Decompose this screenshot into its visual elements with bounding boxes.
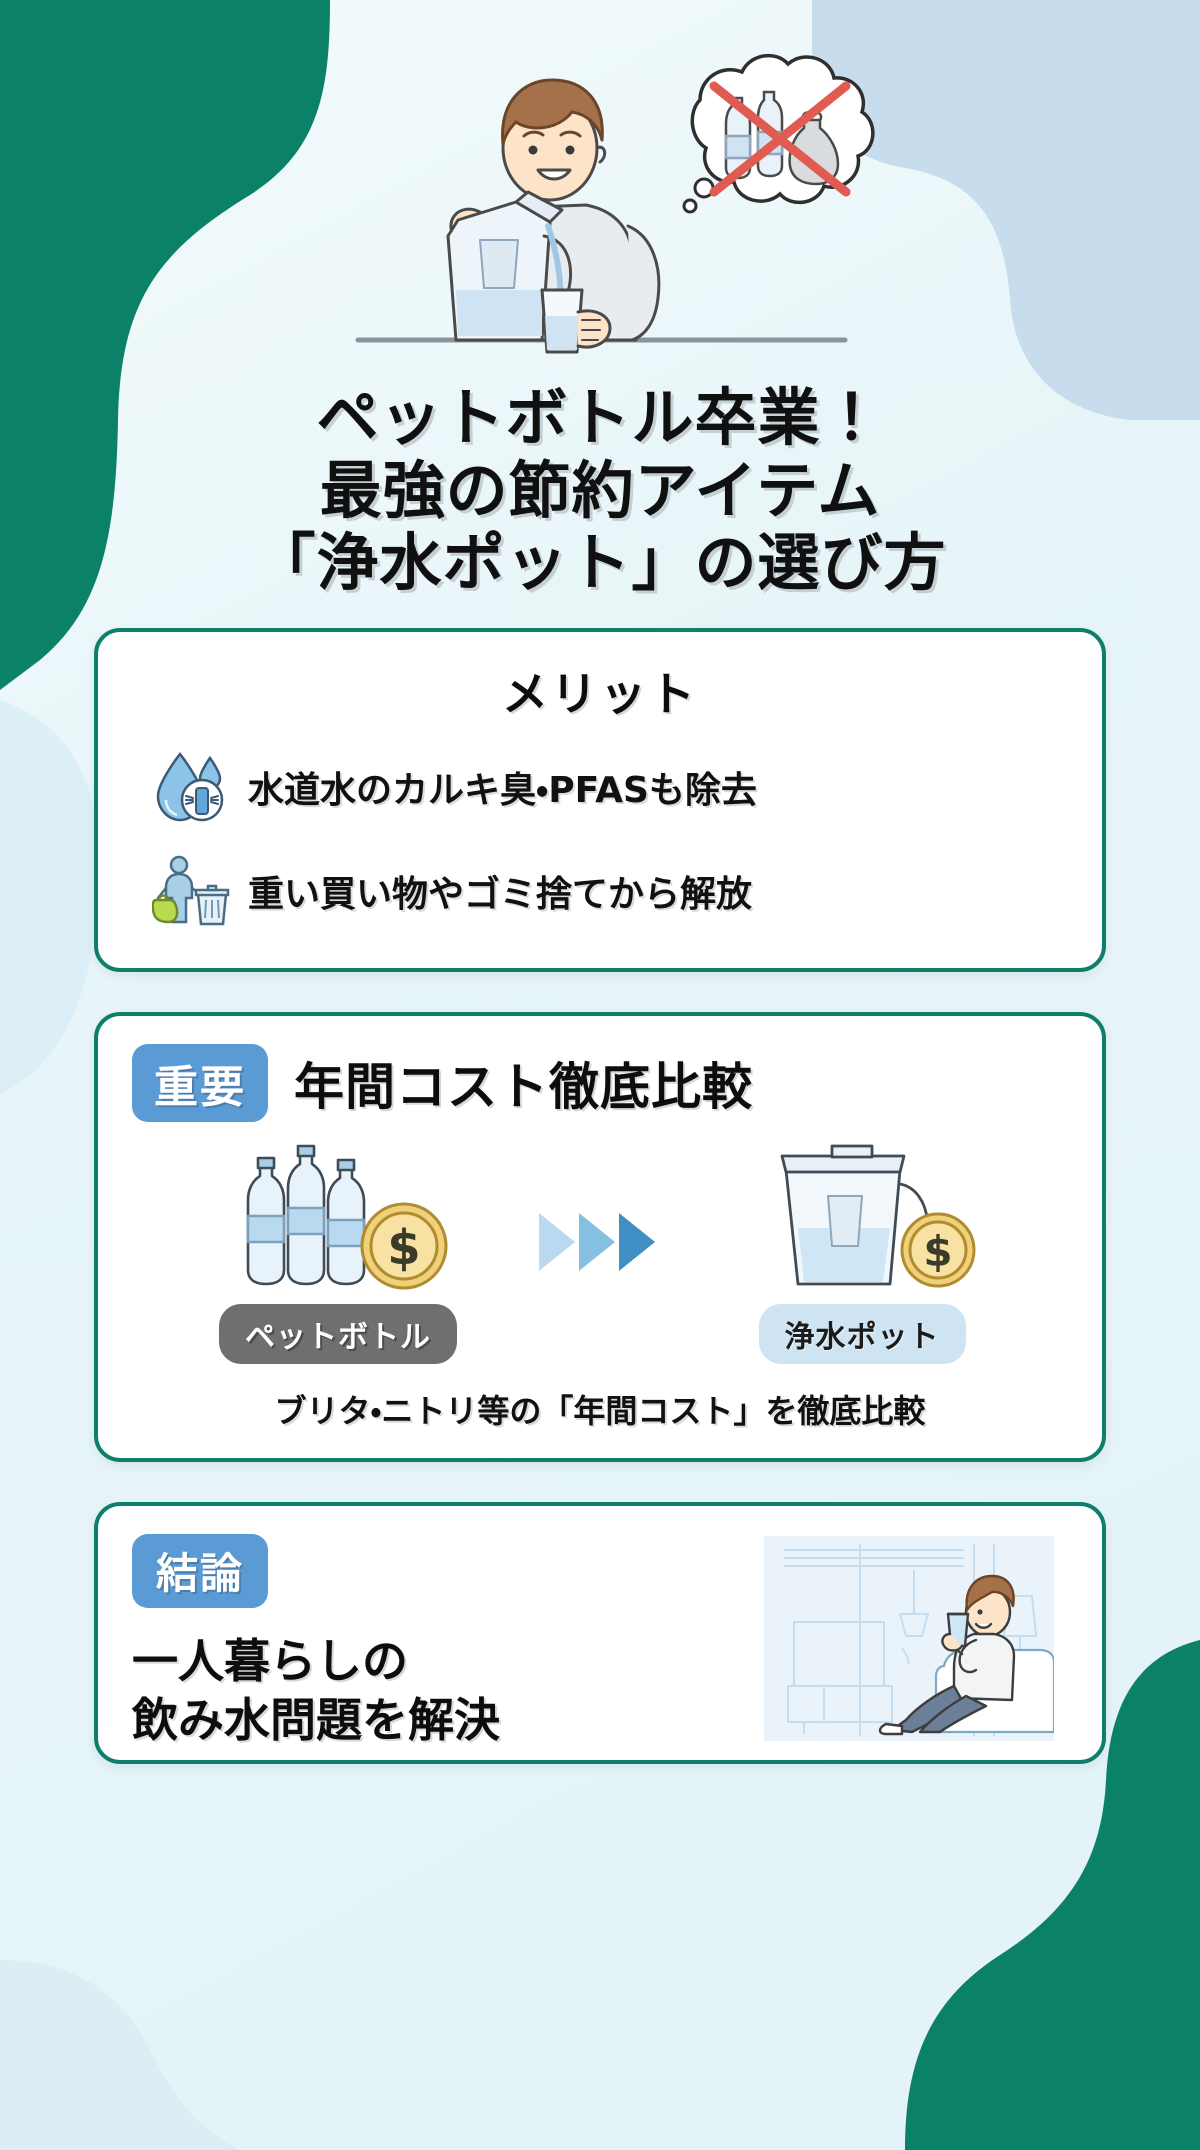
cost-card-header: 重要 年間コスト徹底比較 <box>132 1043 1068 1122</box>
blob-bottom-left <box>0 1960 240 2150</box>
blob-left-mid <box>0 700 99 1095</box>
conclusion-line-2: 飲み水問題を解決 <box>132 1693 500 1748</box>
svg-text:$: $ <box>923 1227 952 1276</box>
cost-comparison-card: 重要 年間コスト徹底比較 <box>94 1011 1106 1462</box>
conclusion-badge: 結論 <box>132 1533 268 1608</box>
thought-bubble-icon <box>682 53 875 214</box>
water-pitcher-with-coin-icon: $ <box>732 1142 992 1292</box>
blob-top-right <box>812 0 1200 420</box>
merit-item-1-text: 水道水のカルキ臭・PFASも除去 <box>248 769 757 811</box>
title-line-2: 最強の節約アイテム <box>319 453 881 527</box>
hero-illustration <box>280 40 920 370</box>
title-line-1: ペットボトル卒業！ <box>316 381 884 454</box>
title-line-3: 「浄水ポット」の選び方 <box>253 526 947 600</box>
cost-card-title: 年間コスト徹底比較 <box>294 1057 753 1116</box>
blob-bottom-right <box>905 1640 1200 2150</box>
svg-text:$: $ <box>387 1220 420 1276</box>
merit-item-1: 水道水のカルキ臭・PFASも除去 <box>128 740 1072 834</box>
man-relaxing-on-sofa-illustration <box>764 1535 1054 1741</box>
merit-item-2-text: 重い買い物やゴミ捨てから解放 <box>248 873 753 915</box>
cost-comparison-row: $ ペットボトル <box>132 1142 1068 1364</box>
bottles-label: ペットボトル <box>219 1303 457 1364</box>
plastic-bottles-with-coin-icon: $ <box>208 1142 468 1292</box>
pitcher-label: 浄水ポット <box>758 1303 966 1364</box>
water-drop-filter-icon <box>152 748 230 826</box>
person-with-bag-and-trash-icon <box>152 852 230 930</box>
blob-top-left <box>0 0 330 690</box>
merit-item-2: 重い買い物やゴミ捨てから解放 <box>128 844 1072 938</box>
merit-card: メリット 水道水のカルキ臭・PFASも除去 <box>94 627 1106 972</box>
cost-caption: ブリタ・ニトリ等の「年間コスト」を徹底比較 <box>274 1391 926 1430</box>
cost-option-pitcher: $ 浄水ポット <box>697 1142 1027 1364</box>
page-title: ペットボトル卒業！ 最強の節約アイテム 「浄水ポット」の選び方 <box>253 381 947 600</box>
conclusion-text: 一人暮らしの 飲み水問題を解決 <box>132 1632 500 1752</box>
important-badge: 重要 <box>132 1043 268 1122</box>
cost-option-bottles: $ ペットボトル <box>173 1142 503 1364</box>
conclusion-line-1: 一人暮らしの <box>132 1633 408 1688</box>
conclusion-card: 結論 一人暮らしの 飲み水問題を解決 <box>94 1501 1106 1764</box>
merit-heading: メリット <box>502 666 698 721</box>
triple-chevron-right-icon <box>525 1167 675 1317</box>
